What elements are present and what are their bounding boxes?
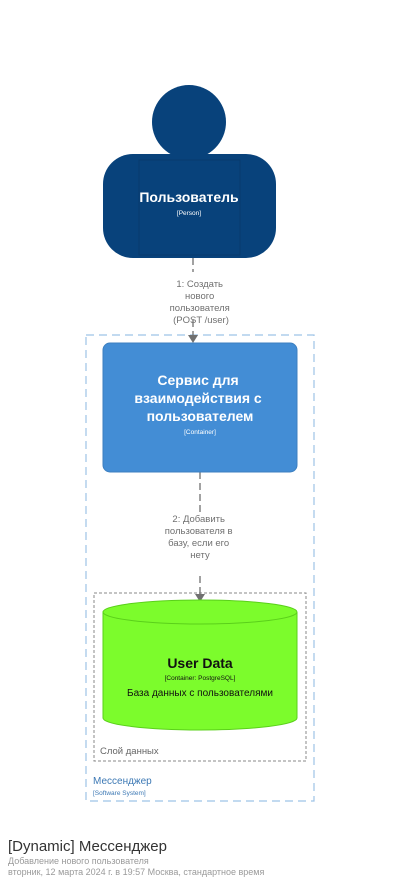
relation-create-user-label: 1: Создать нового пользователя (POST /us…	[170, 279, 233, 326]
person-type: [Person]	[177, 210, 201, 217]
person-body	[103, 154, 276, 258]
relation-create-user: 1: Создать нового пользователя (POST /us…	[170, 258, 233, 343]
database-container[interactable]: User Data [Container: PostgreSQL] База д…	[102, 599, 298, 731]
system-boundary	[85, 334, 315, 802]
system-boundary-name: Мессенджер	[93, 776, 152, 787]
person-name: Пользователь	[139, 189, 239, 205]
system-boundary-type: [Software System]	[93, 790, 146, 797]
person-head-icon	[152, 85, 226, 159]
person-element[interactable]: Пользователь [Person]	[103, 85, 276, 258]
diagram-title: [Dynamic] Мессенджер	[8, 838, 167, 855]
relation-create-user-arrow-icon	[188, 335, 198, 343]
diagram-footer: [Dynamic] Мессенджер Добавление нового п…	[8, 838, 396, 878]
relation-add-user-label: 2: Добавить пользователя в базу, если ег…	[165, 514, 236, 561]
relation-add-user-arrow-icon	[195, 594, 205, 602]
data-layer-label: Слой данных	[100, 746, 159, 757]
service-box	[102, 342, 298, 473]
service-name: Сервис для взаимодействия с пользователе…	[134, 372, 265, 424]
diagram-subtitle: Добавление нового пользователя	[8, 856, 149, 866]
relation-add-user: 2: Добавить пользователя в базу, если ег…	[165, 472, 236, 602]
database-description: База данных с пользователями	[127, 688, 273, 699]
database-cylinder-icon	[102, 599, 298, 731]
database-type: [Container: PostgreSQL]	[165, 675, 236, 682]
diagram-timestamp: вторник, 12 марта 2024 г. в 19:57 Москва…	[8, 867, 265, 877]
database-name: User Data	[167, 655, 233, 671]
service-type: [Container]	[184, 429, 216, 436]
service-container[interactable]: Сервис для взаимодействия с пользователе…	[102, 342, 298, 473]
